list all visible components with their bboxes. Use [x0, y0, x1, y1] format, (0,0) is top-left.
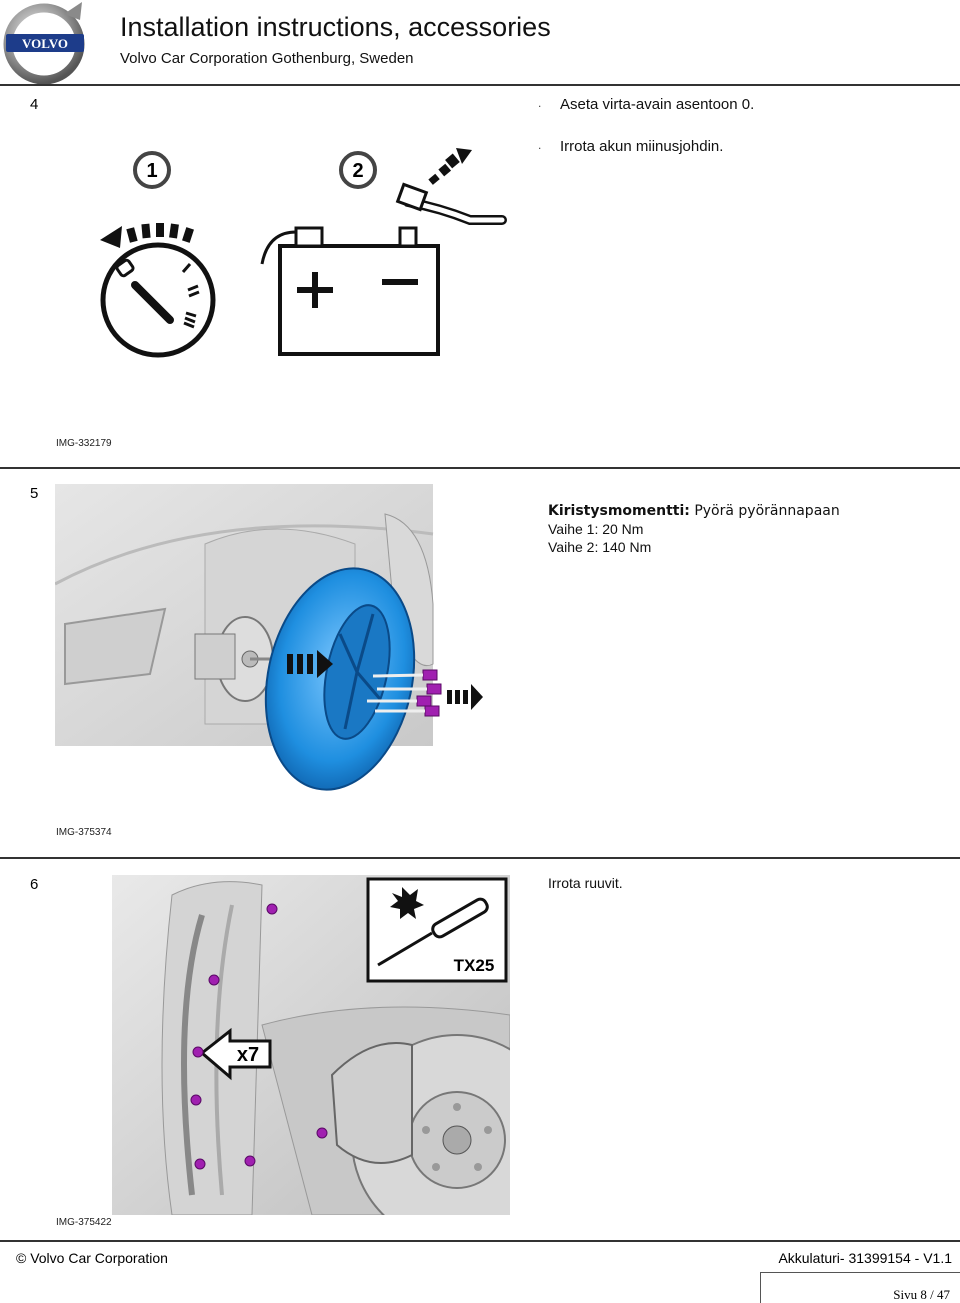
torque-stage-1: Vaihe 1: 20 Nm [548, 521, 644, 537]
torque-stage-2: Vaihe 2: 140 Nm [548, 539, 652, 555]
logo-text: VOLVO [22, 36, 68, 51]
footer-copyright: © Volvo Car Corporation [16, 1250, 168, 1266]
volvo-logo: VOLVO [3, 2, 85, 84]
screw-count-label: x7 [237, 1044, 259, 1066]
callout-2: 2 [352, 160, 363, 182]
step-number-6: 6 [30, 876, 39, 893]
page-number-box [760, 1272, 960, 1303]
document-title: Installation instructions, accessories [120, 12, 551, 42]
torque-label: Kiristysmomentti: [548, 503, 690, 519]
page-number: Sivu 8 / 47 [893, 1287, 950, 1302]
image-caption-step-6: IMG-375422 [56, 1217, 112, 1228]
callout-1: 1 [146, 160, 157, 182]
step-4-instruction-1: Aseta virta-avain asentoon 0. [560, 96, 755, 113]
step-number-5: 5 [30, 485, 39, 502]
battery-disconnect-illustration: 1 2 [100, 148, 507, 358]
wheel-mounting-illustration [55, 484, 442, 791]
wheel-arch-liner-illustration: TX25 x7 [112, 875, 510, 1215]
header-rule [0, 84, 960, 86]
image-caption-step-4: IMG-332179 [56, 438, 112, 449]
step-number-4: 4 [30, 96, 39, 113]
image-caption-step-5: IMG-375374 [56, 827, 112, 838]
arrow-right-icon [447, 684, 483, 710]
step-6-instruction: Irrota ruuvit. [548, 875, 623, 891]
step-4-bullet-2: . [538, 138, 542, 152]
tool-label: TX25 [454, 956, 495, 975]
step-divider-2 [0, 857, 960, 859]
torque-spec: Kiristysmomentti: Pyörä pyörännapaan [548, 503, 840, 519]
footer-document-id: Akkulaturi- 31399154 - V1.1 [778, 1250, 952, 1266]
step-4-instruction-2: Irrota akun miinusjohdin. [560, 138, 724, 155]
document-subtitle: Volvo Car Corporation Gothenburg, Sweden [120, 50, 414, 67]
footer-rule [0, 1240, 960, 1242]
torque-text: Pyörä pyörännapaan [694, 503, 840, 519]
step-divider-1 [0, 467, 960, 469]
step-4-bullet-1: . [538, 96, 542, 110]
